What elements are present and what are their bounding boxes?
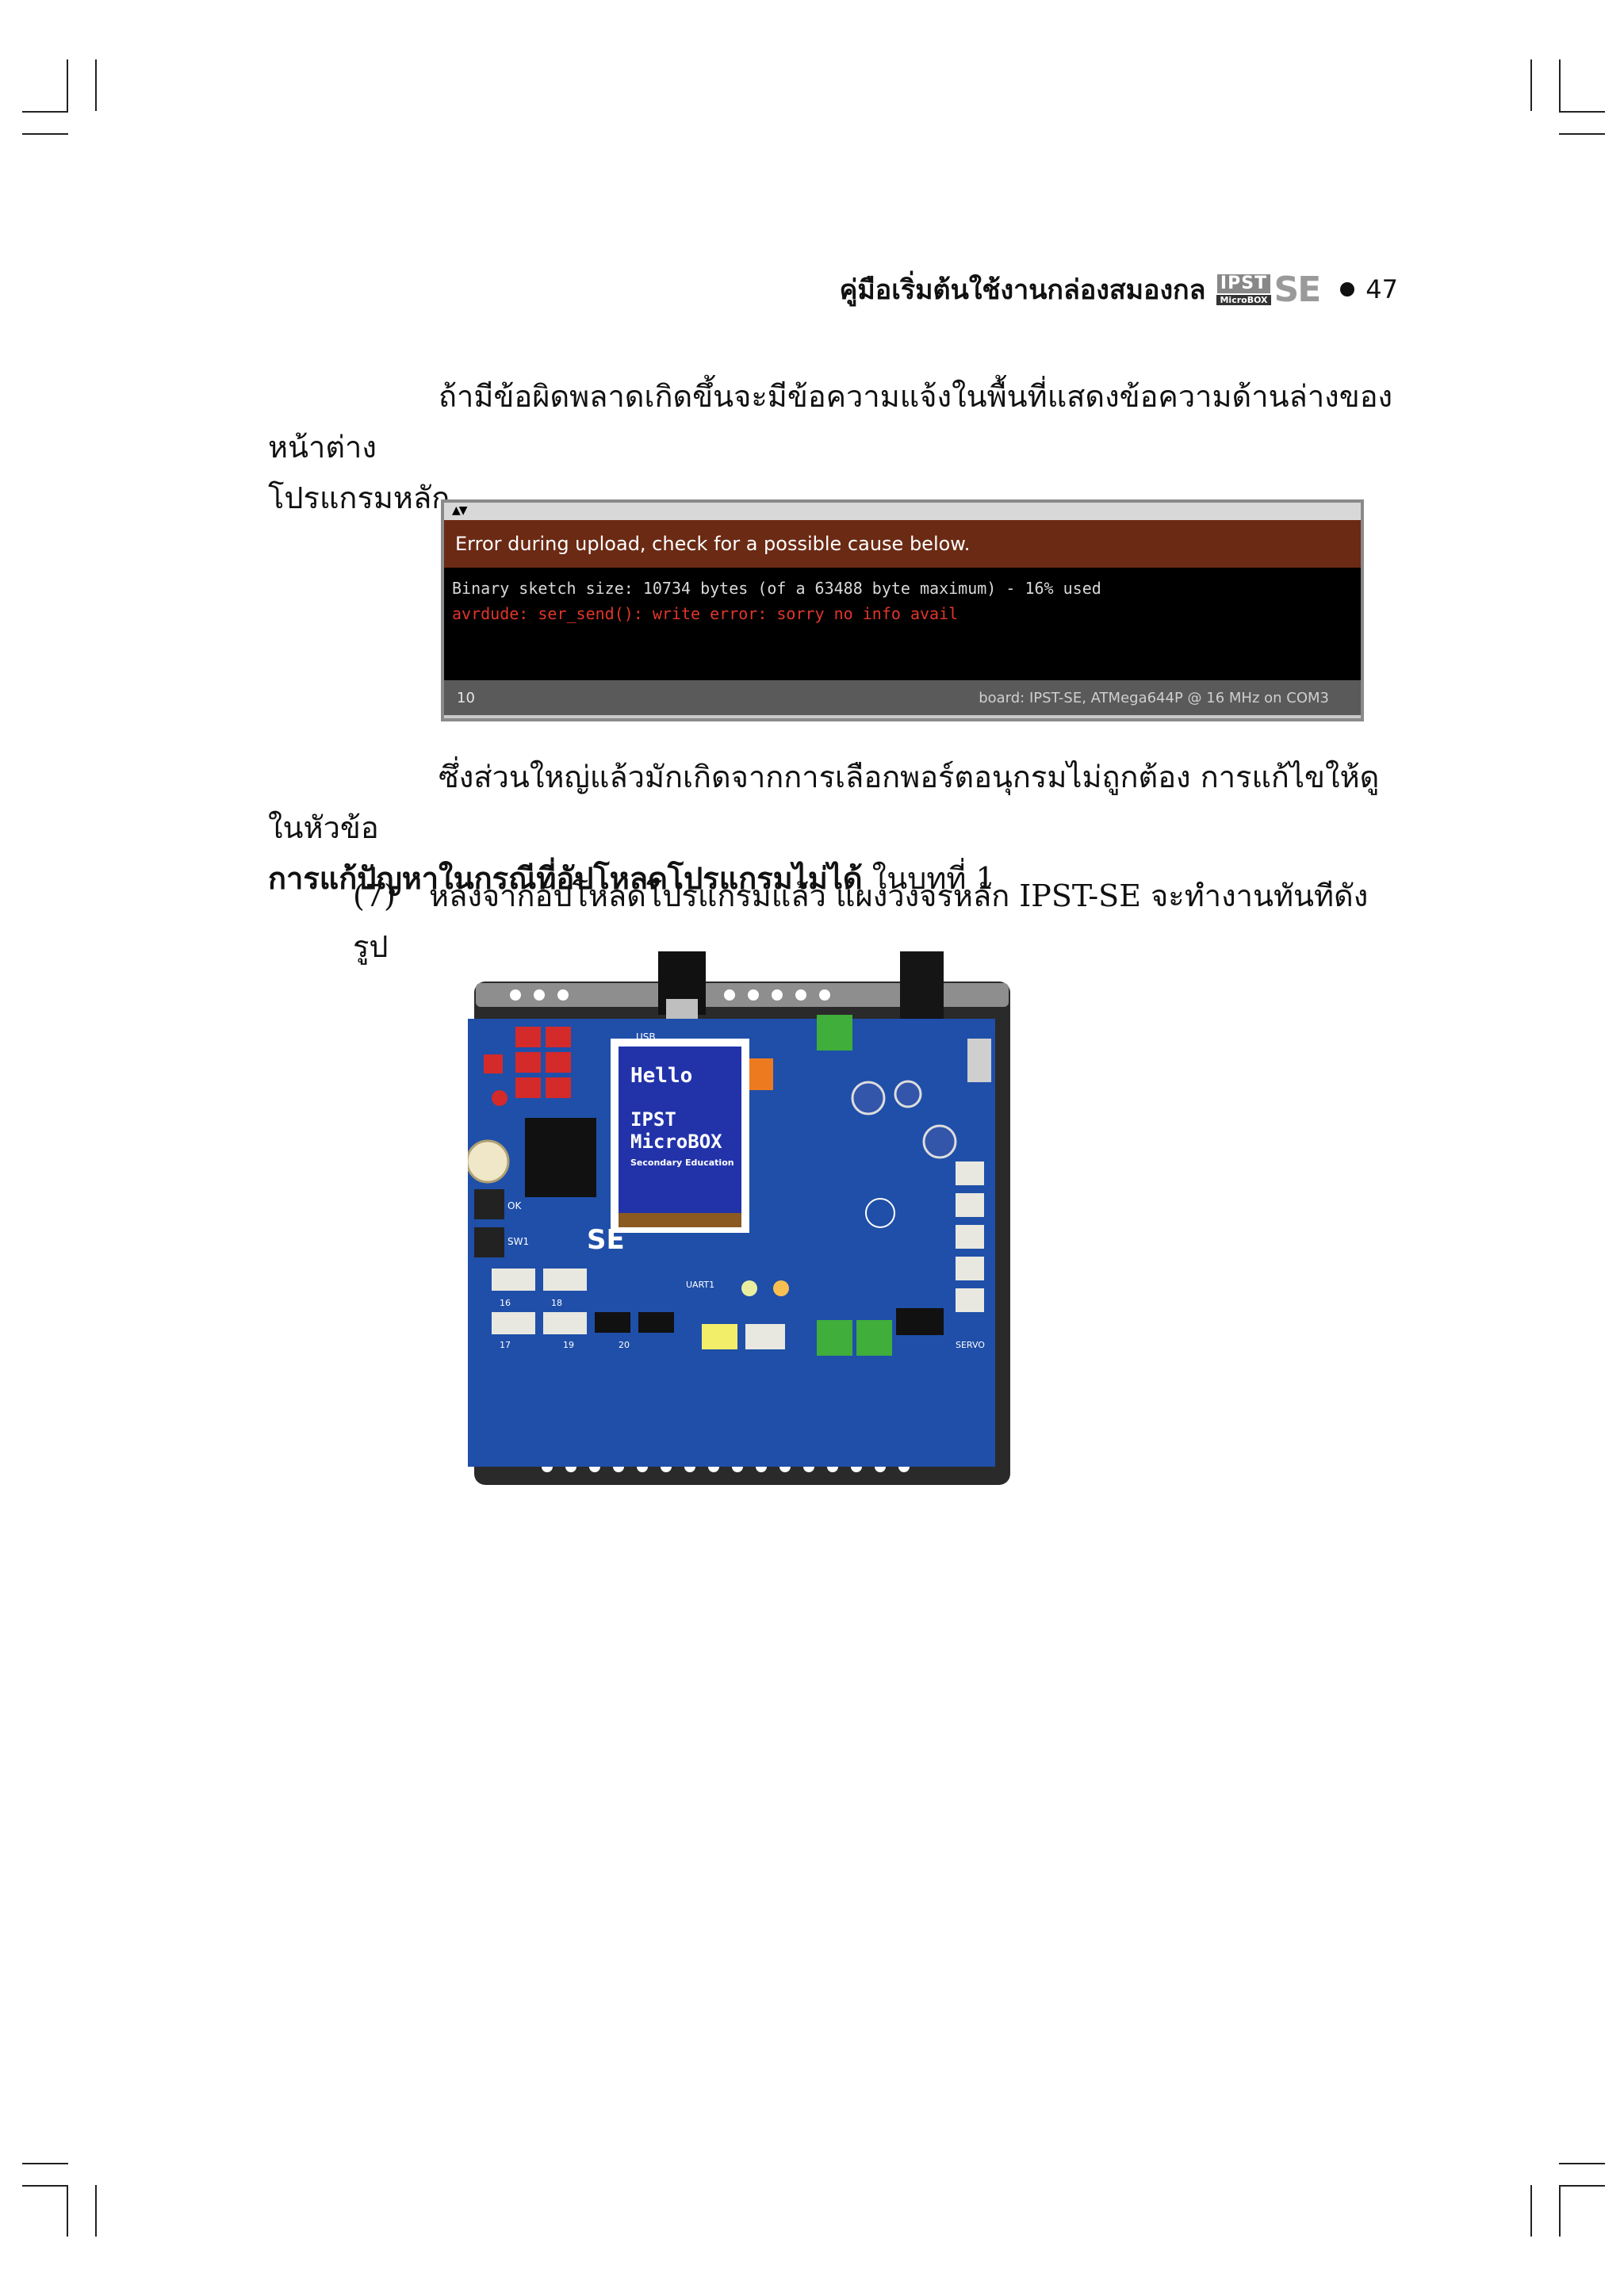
lcd-line-ipst: IPST [630,1108,676,1131]
black-headers [595,1308,944,1335]
power-switch [967,1039,991,1082]
orange-component [749,1058,773,1090]
label-20: 20 [619,1340,630,1350]
potentiometer-knob [468,1139,510,1184]
crop-mark-bl-v2 [95,2185,97,2237]
label-19: 19 [563,1340,574,1350]
page-number: 47 [1365,274,1398,304]
paragraph2-bold-topic: การแก้ปัญหาในกรณีที่อัปโหลดโปรแกรมไม่ได้ [268,860,863,896]
led-green [741,1280,757,1296]
label-sw1: SW1 [508,1236,529,1247]
ipst-se-board-photo: OK SW1 USB SE Hello IPST MicroBOX Second… [468,951,1010,1485]
capacitor-1 [851,1081,886,1115]
ide-line-number: 10 [457,689,475,706]
red-connectors [484,1027,571,1098]
header-title: คู่มือเริ่มต้นใช้งานกล่องสมองกล [839,274,1206,306]
label-ok: OK [508,1200,522,1211]
lcd-line-hello: Hello [630,1064,692,1088]
bottom-white-connectors [492,1269,785,1349]
collapse-arrows-icon: ▲▼ [452,504,467,517]
ide-divider-bar: ▲▼ [444,503,1361,520]
crop-mark-tl-h2 [22,133,68,135]
paragraph1-line2: โปรแกรมหลัก [268,480,450,515]
crop-mark-bl-v1 [67,2185,68,2237]
label-16: 16 [500,1298,511,1308]
label-uart: UART1 [686,1280,714,1290]
lcd-line-secondary: Secondary Education [630,1158,734,1168]
bullet-icon [1340,282,1355,297]
green-terminal-1 [817,1320,852,1356]
lcd-screen [619,1047,741,1213]
label-servo: SERVO [956,1340,985,1350]
right-white-connectors [956,1161,984,1312]
green-power-connector [817,1015,852,1050]
capacitor-3 [922,1124,957,1159]
console-line-error: avrdude: ser_send(): write error: sorry … [452,604,959,623]
atom-logo-icon [865,1198,895,1228]
ipst-se-logo: IPST MicroBOX SE [1216,269,1322,310]
step-7-text: หลังจากอัปโหลดโปรแกรมแล้ว แผงวงจรหลัก IP… [353,878,1369,964]
crop-mark-tl-v1 [67,59,68,111]
logo-ipst-text: IPST [1216,274,1271,293]
capacitor-2 [894,1080,922,1108]
paragraph2-line2-rest: ในบทที่ 1 [862,861,995,896]
ide-footer: 10 board: IPST-SE, ATMega644P @ 16 MHz o… [444,680,1361,715]
yellow-connector [702,1324,737,1349]
running-header: คู่มือเริ่มต้นใช้งานกล่องสมองกล IPST Mic… [840,266,1398,313]
label-17: 17 [500,1340,511,1350]
green-terminal-2 [856,1320,892,1356]
crop-mark-br-h1 [1559,2163,1605,2164]
microcontroller-chip [525,1118,596,1197]
crop-mark-tl-h1 [22,111,68,113]
crop-mark-tl-v2 [95,59,97,111]
crop-mark-tr-h1 [1559,111,1605,113]
ide-console: Binary sketch size: 10734 bytes (of a 63… [444,568,1361,680]
crop-mark-tr-v2 [1559,59,1561,111]
paragraph-error-info: ถ้ามีข้อผิดพลาดเกิดขึ้นจะมีข้อความแจ้งใน… [268,371,1394,523]
paragraph2-line1: ซึ่งส่วนใหญ่แล้วมักเกิดจากการเลือกพอร์ตอ… [268,760,1380,845]
step-7: (7) หลังจากอัปโหลดโปรแกรมแล้ว แผงวงจรหลั… [353,871,1400,972]
crop-mark-bl-h2 [22,2185,68,2187]
crop-mark-tr-v1 [1530,59,1532,111]
step-7-number: (7) [353,878,396,913]
paragraph1-line1: ถ้ามีข้อผิดพลาดเกิดขึ้นจะมีข้อความแจ้งใน… [268,379,1393,465]
ok-button [474,1189,504,1219]
crop-mark-br-v2 [1559,2185,1561,2237]
lcd-line-microbox: MicroBOX [630,1131,722,1153]
crop-mark-br-h2 [1559,2185,1605,2187]
logo-microbox-text: MicroBOX [1216,294,1271,305]
logo-se-text: SE [1274,269,1322,310]
paragraph-cause: ซึ่งส่วนใหญ่แล้วมักเกิดจากการเลือกพอร์ตอ… [268,752,1394,904]
sw1-button [474,1227,504,1257]
crop-mark-tr-h2 [1559,133,1605,135]
label-18: 18 [551,1298,562,1308]
crop-mark-br-v1 [1530,2185,1532,2237]
ide-board-info: board: IPST-SE, ATMega644P @ 16 MHz on C… [979,689,1329,706]
ide-error-screenshot: ▲▼ Error during upload, check for a poss… [441,499,1364,721]
ide-status-bar: Error during upload, check for a possibl… [444,520,1361,568]
crop-mark-bl-h1 [22,2163,68,2164]
led-orange [773,1280,789,1296]
console-line-size: Binary sketch size: 10734 bytes (of a 63… [452,579,1101,598]
